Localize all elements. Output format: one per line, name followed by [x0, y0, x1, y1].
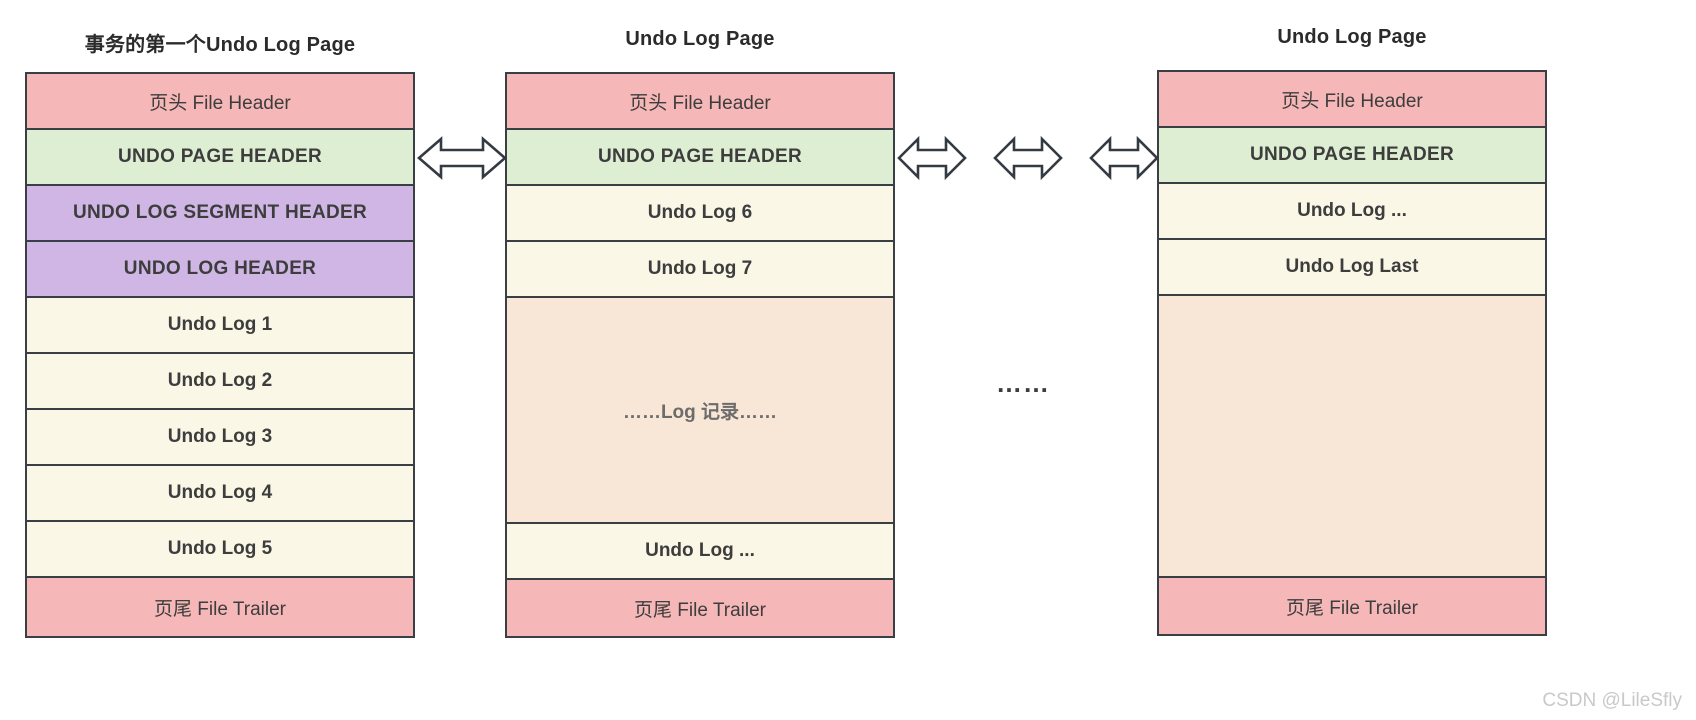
row-undo-log-more: Undo Log ...	[507, 524, 893, 580]
row-undo-log-header: UNDO LOG HEADER	[27, 242, 413, 298]
row-undo-page-header: UNDO PAGE HEADER	[507, 130, 893, 186]
pages-ellipsis: ……	[996, 368, 1050, 398]
row-undo-log-1: Undo Log 1	[27, 298, 413, 354]
row-undo-log-6: Undo Log 6	[507, 186, 893, 242]
column-1-title: 事务的第一个Undo Log Page	[84, 34, 356, 56]
link-arrow-middle	[992, 135, 1064, 181]
undo-log-page-column-2: Undo Log Page 页头 File Header UNDO PAGE H…	[505, 28, 895, 638]
row-undo-log-last: Undo Log Last	[1159, 240, 1545, 296]
row-undo-log-3: Undo Log 3	[27, 410, 413, 466]
row-undo-log-4: Undo Log 4	[27, 466, 413, 522]
row-undo-log-5: Undo Log 5	[27, 522, 413, 578]
watermark: CSDN @LileSfly	[1542, 690, 1682, 711]
page-2-box: 页头 File Header UNDO PAGE HEADER Undo Log…	[505, 72, 895, 638]
row-undo-log-2: Undo Log 2	[27, 354, 413, 410]
link-arrow-page1-page2	[416, 136, 508, 180]
row-file-header: 页头 File Header	[1159, 72, 1545, 128]
row-file-header: 页头 File Header	[507, 74, 893, 130]
row-undo-page-header: UNDO PAGE HEADER	[27, 130, 413, 186]
row-free-space	[1159, 296, 1545, 578]
row-undo-log-more: Undo Log ...	[1159, 184, 1545, 240]
row-undo-page-header: UNDO PAGE HEADER	[1159, 128, 1545, 184]
column-2-title: Undo Log Page	[625, 28, 775, 50]
row-free-space: ……Log 记录……	[507, 298, 893, 524]
undo-log-page-column-1: 事务的第一个Undo Log Page 页头 File Header UNDO …	[25, 28, 415, 638]
row-file-trailer: 页尾 File Trailer	[27, 578, 413, 636]
row-file-trailer: 页尾 File Trailer	[1159, 578, 1545, 634]
link-arrow-page2-next	[896, 135, 968, 181]
undo-log-page-column-3: Undo Log Page 页头 File Header UNDO PAGE H…	[1157, 26, 1547, 636]
row-file-trailer: 页尾 File Trailer	[507, 580, 893, 636]
row-file-header: 页头 File Header	[27, 74, 413, 130]
row-undo-log-7: Undo Log 7	[507, 242, 893, 298]
page-3-box: 页头 File Header UNDO PAGE HEADER Undo Log…	[1157, 70, 1547, 636]
row-undo-log-segment-header: UNDO LOG SEGMENT HEADER	[27, 186, 413, 242]
page-1-box: 页头 File Header UNDO PAGE HEADER UNDO LOG…	[25, 72, 415, 638]
column-3-title: Undo Log Page	[1277, 26, 1427, 48]
link-arrow-prev-pagelast	[1088, 135, 1160, 181]
